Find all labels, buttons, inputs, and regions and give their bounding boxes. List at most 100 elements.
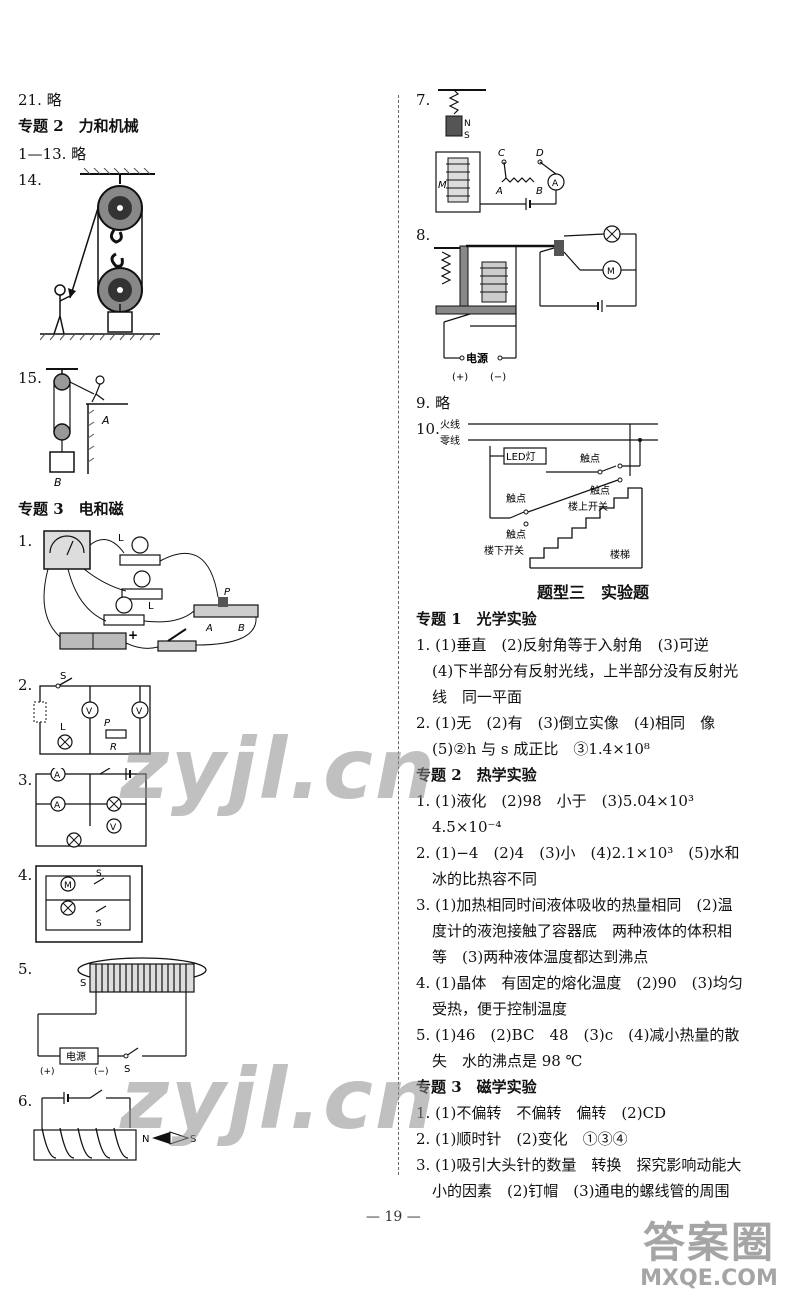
circuit-diagram-4: M S S xyxy=(35,865,143,943)
live-wire-label: 火线 xyxy=(440,418,460,431)
site-logo-url: MXQE.COM xyxy=(640,1266,778,1291)
thermal-line-3: 2. (1)−4 (2)4 (3)小 (4)2.1×10³ (5)水和 xyxy=(416,844,740,862)
relay-circuit-8: M 电源 (+) (−) xyxy=(434,225,637,383)
watermark-2: zyjl.cn xyxy=(120,1050,437,1148)
contact-1-label: 触点 xyxy=(580,452,600,465)
label-p: P xyxy=(104,718,111,729)
svg-text:A: A xyxy=(54,801,61,811)
answer-4-number: 4. xyxy=(18,866,33,884)
label-p: P xyxy=(224,587,231,598)
label-d: D xyxy=(536,148,544,159)
label-r: R xyxy=(110,742,117,753)
thermal-line-6: 度计的液泡接触了容器底 两种液体的体积相 xyxy=(432,922,733,940)
stairs-label: 楼梯 xyxy=(610,548,630,561)
answer-21: 21. 略 xyxy=(18,91,62,109)
circuit-diagram-3: A A V xyxy=(35,768,147,848)
magnetism-line-2: 2. (1)顺时针 (2)变化 ①③④ xyxy=(416,1130,628,1148)
label-l2: L xyxy=(148,601,154,612)
power-label: 电源 xyxy=(66,1050,86,1063)
label-l1: L xyxy=(118,533,124,544)
circuit-diagram-2: S V V L P R xyxy=(33,672,151,755)
motor-label: M xyxy=(607,267,615,277)
answer-3-number: 3. xyxy=(18,771,33,789)
solenoid-circuit-5: S 电源 (+) (−) S xyxy=(37,957,207,1076)
staircase-light-circuit-10: 火线 零线 LED灯 触点 触点 楼上开关 触点 触点 楼下开关 楼梯 xyxy=(440,418,658,569)
label-s: S xyxy=(190,1134,196,1145)
svg-text:+: + xyxy=(128,628,138,642)
thermal-line-4: 冰的比热容不同 xyxy=(432,870,538,888)
pulley-diagram-14 xyxy=(40,168,160,341)
downstairs-switch-label: 楼下开关 xyxy=(484,544,524,557)
svg-text:M: M xyxy=(64,881,72,891)
svg-text:V: V xyxy=(86,707,93,717)
label-s1: S xyxy=(80,978,86,989)
svg-text:V: V xyxy=(110,823,117,833)
label-b: B xyxy=(238,623,245,634)
thermal-line-2: 4.5×10⁻⁴ xyxy=(432,818,502,836)
contact-2-label: 触点 xyxy=(590,484,610,497)
label-s1: S xyxy=(96,869,102,879)
relay-circuit-7: N S M C D A B A xyxy=(435,89,565,213)
topic-mechanics-heading: 专题 2 力和机械 xyxy=(18,117,139,135)
upstairs-switch-label: 楼上开关 xyxy=(568,500,608,513)
answer-9: 9. 略 xyxy=(416,394,451,412)
label-a: A xyxy=(495,186,503,197)
svg-text:A: A xyxy=(54,771,61,781)
contact-4-label: 触点 xyxy=(506,528,526,541)
answer-15-number: 15. xyxy=(18,369,42,387)
label-plus: (+) xyxy=(40,1067,55,1076)
label-s2: S xyxy=(124,1064,130,1075)
magnetism-line-1: 1. (1)不偏转 不偏转 偏转 (2)CD xyxy=(416,1104,667,1122)
label-a: A xyxy=(101,414,110,427)
answer-10-number: 10. xyxy=(416,420,440,438)
answer-7-number: 7. xyxy=(416,91,431,109)
label-s: S xyxy=(60,672,66,682)
watermark-1: zyjl.cn xyxy=(120,720,437,818)
label-b: B xyxy=(54,476,62,486)
led-label: LED灯 xyxy=(506,451,536,463)
circuit-apparatus-1: L L P A B + xyxy=(43,530,259,652)
label-minus: (−) xyxy=(94,1067,109,1076)
answer-5-number: 5. xyxy=(18,960,33,978)
topic-magnetism-heading: 专题 3 磁学实验 xyxy=(416,1078,537,1096)
label-m: M xyxy=(438,180,447,191)
svg-text:V: V xyxy=(136,707,143,717)
ammeter-label: A xyxy=(552,179,559,189)
optics-line-5: (5)②h 与 s 成正比 ③1.4×10⁸ xyxy=(432,740,650,758)
answer-1-13: 1—13. 略 xyxy=(18,145,87,163)
magnetism-line-4: 小的因素 (2)钉帽 (3)通电的螺线管的周围 xyxy=(432,1182,730,1200)
label-b: B xyxy=(536,186,543,197)
answer-6-number: 6. xyxy=(18,1092,33,1110)
thermal-line-5: 3. (1)加热相同时间液体吸收的热量相同 (2)温 xyxy=(416,896,733,914)
site-logo-text: 答案圈 xyxy=(642,1218,775,1267)
power-label: 电源 xyxy=(466,351,488,365)
pulley-diagram-15: A B xyxy=(46,368,128,486)
optics-line-3: 线 同一平面 xyxy=(432,688,523,706)
column-divider xyxy=(398,95,399,1175)
label-plus: (+) xyxy=(452,372,468,383)
page-number-value: 19 xyxy=(384,1209,403,1225)
optics-line-2: (4)下半部分有反射光线，上半部分没有反射光 xyxy=(432,662,739,680)
thermal-line-11: 失 水的沸点是 98 ℃ xyxy=(432,1052,583,1070)
section-experiment-heading: 题型三 实验题 xyxy=(537,583,650,602)
magnetism-line-3: 3. (1)吸引大头针的数量 转换 探究影响动能大 xyxy=(416,1156,742,1174)
thermal-line-10: 5. (1)46 (2)BC 48 (3)c (4)减小热量的散 xyxy=(416,1026,740,1044)
optics-line-1: 1. (1)垂直 (2)反射角等于入射角 (3)可逆 xyxy=(416,636,709,654)
topic-electromagnetism-heading: 专题 3 电和磁 xyxy=(18,500,124,518)
label-n: N xyxy=(142,1134,149,1145)
electromagnet-compass-6: N S xyxy=(33,1089,196,1161)
neutral-wire-label: 零线 xyxy=(440,434,460,447)
topic-thermal-heading: 专题 2 热学实验 xyxy=(416,766,537,784)
label-l: L xyxy=(60,722,66,733)
thermal-line-9: 受热，便于控制温度 xyxy=(432,1000,568,1018)
contact-3-label: 触点 xyxy=(506,492,526,505)
thermal-line-8: 4. (1)晶体 有固定的熔化温度 (2)90 (3)均匀 xyxy=(416,974,743,992)
label-a: A xyxy=(205,623,213,634)
answer-1-number: 1. xyxy=(18,532,33,550)
answer-8-number: 8. xyxy=(416,226,431,244)
label-minus: (−) xyxy=(490,372,506,383)
label-s: S xyxy=(464,131,470,141)
page-number: — 19 — xyxy=(366,1209,421,1225)
answer-14-number: 14. xyxy=(18,171,42,189)
topic-optics-heading: 专题 1 光学实验 xyxy=(416,610,537,628)
